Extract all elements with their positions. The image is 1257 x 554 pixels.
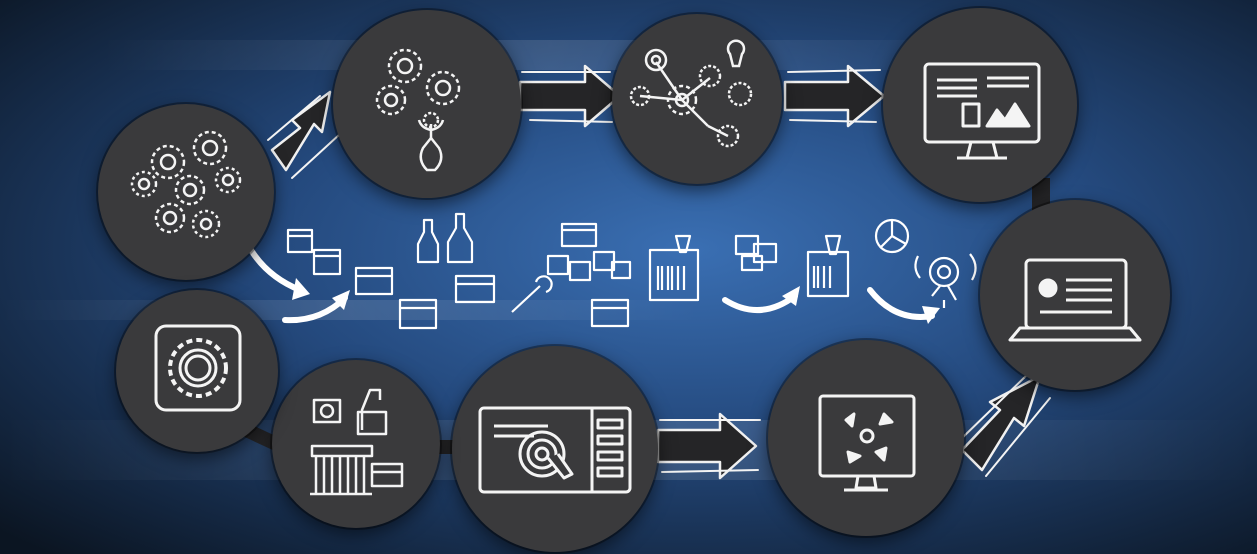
node-monitor-cycle (768, 340, 964, 536)
node-gears-plant (333, 10, 521, 198)
node-laptop (980, 200, 1170, 390)
gears-plant-icon (375, 48, 461, 172)
node-factory (272, 360, 440, 528)
factory-icon (310, 388, 404, 496)
network-gears-icon (629, 39, 753, 148)
node-monitor-dashboard (883, 8, 1077, 202)
monitor-cycle-icon (818, 394, 916, 492)
node-network (612, 14, 782, 184)
gear-square-icon (154, 324, 242, 412)
node-gear-square (116, 290, 278, 452)
gears-cluster-icon (130, 130, 242, 239)
touch-screen-icon (478, 406, 632, 494)
monitor-dashboard-icon (923, 62, 1041, 160)
node-gears-cluster (98, 104, 274, 280)
laptop-icon (1008, 258, 1142, 342)
node-touch-screen (452, 346, 658, 552)
